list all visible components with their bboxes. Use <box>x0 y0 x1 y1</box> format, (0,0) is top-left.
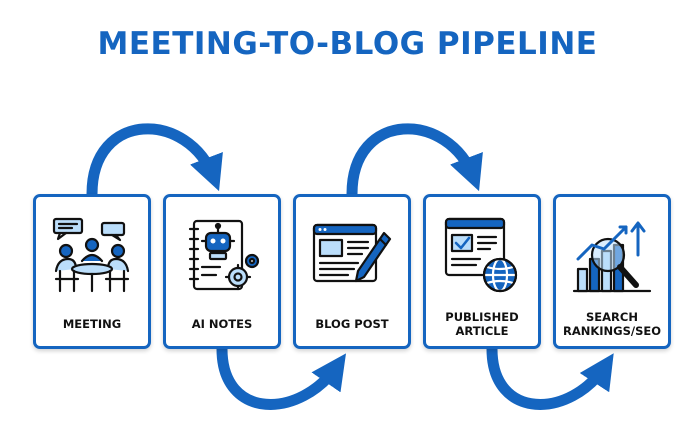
step-blog-post: BLOG POST <box>293 194 411 349</box>
diagram-title: MEETING-TO-BLOG PIPELINE <box>97 26 598 62</box>
ai-notes-icon <box>188 219 260 291</box>
arrow-meeting-to-ai-notes <box>86 123 223 200</box>
blog-post-icon <box>312 223 392 283</box>
step-label: AI NOTES <box>191 317 253 331</box>
meeting-icon <box>52 217 130 293</box>
arrow-blog-post-to-published <box>346 123 483 200</box>
step-label: SEARCH RANKINGS/SEO <box>562 310 662 338</box>
published-article-icon <box>444 217 518 293</box>
step-published-article: PUBLISHED ARTICLE <box>423 194 541 349</box>
step-label: MEETING <box>62 317 122 331</box>
arrow-ai-notes-to-blog-post <box>216 343 347 410</box>
step-label: PUBLISHED ARTICLE <box>445 310 519 338</box>
arrow-published-to-seo <box>486 343 614 410</box>
step-seo-rankings: SEARCH RANKINGS/SEO <box>553 194 671 349</box>
step-meeting: MEETING <box>33 194 151 349</box>
step-label: BLOG POST <box>315 317 389 331</box>
seo-rankings-icon <box>572 221 652 293</box>
step-ai-notes: AI NOTES <box>163 194 281 349</box>
